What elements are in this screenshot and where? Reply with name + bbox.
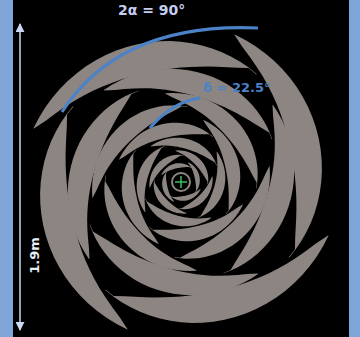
dimension-label: 1.9m	[26, 237, 41, 274]
center-cross	[180, 176, 182, 188]
spiral-arms	[33, 34, 328, 329]
spiral-arm	[188, 162, 200, 192]
spiral-arm	[162, 172, 174, 202]
dimension-arrow	[19, 24, 21, 330]
angle-label: δ = 22.5°	[203, 80, 270, 95]
angle-arc	[62, 28, 258, 112]
spiral-arm	[161, 163, 191, 175]
angle-arc	[150, 98, 200, 128]
angle-label: 2α = 90°	[118, 2, 185, 18]
center-hub	[172, 173, 190, 191]
